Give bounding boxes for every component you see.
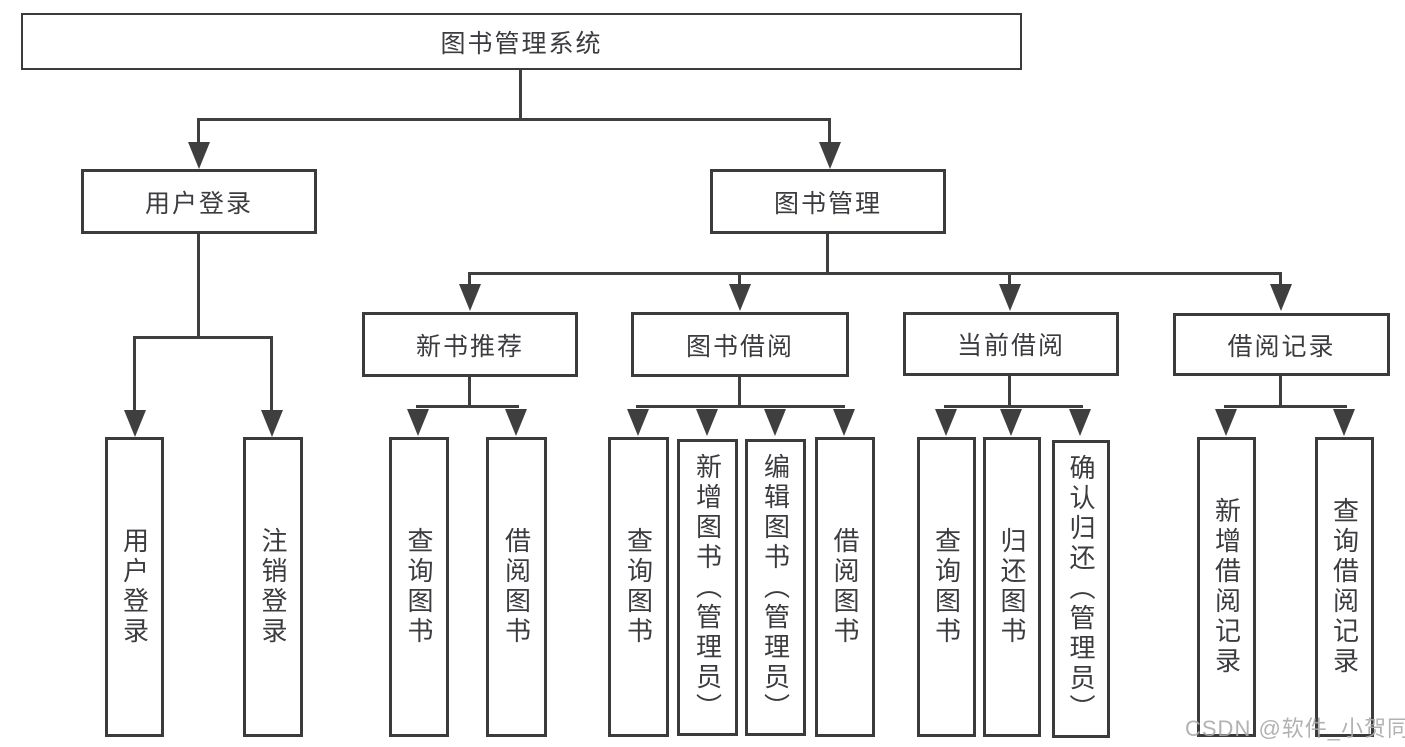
connector-to-leaf-user-login (133, 338, 136, 412)
connector-borrowing-records-stem (1279, 375, 1282, 408)
node-leaf-query-books-3: 查询图书 (917, 437, 976, 737)
connector-to-current-borrowing (1008, 274, 1011, 287)
arrowhead-confirm-return-admin (1069, 409, 1091, 436)
arrowhead-new-book-recommend (459, 284, 481, 311)
node-leaf-borrow-books-2: 借阅图书 (815, 437, 875, 737)
connector-to-book-management (828, 120, 831, 144)
connector-borrowing-records-branch (1224, 405, 1347, 408)
node-leaf-query-books-1: 查询图书 (389, 437, 449, 737)
connector-user-login-stem (197, 233, 200, 339)
arrowhead-add-borrow-record (1215, 409, 1237, 436)
node-current-borrowing: 当前借阅 (903, 312, 1119, 376)
connector-to-borrowing-records (1279, 274, 1282, 287)
arrowhead-borrowing-records (1270, 284, 1292, 311)
arrowhead-query-borrow-record (1333, 409, 1355, 436)
node-leaf-add-borrow-record: 新增借阅记录 (1197, 437, 1256, 737)
node-leaf-logout-login: 注销登录 (243, 437, 303, 737)
node-leaf-edit-books-admin: 编辑图书（管理员） (745, 439, 806, 736)
node-user-login: 用户登录 (81, 169, 317, 234)
connector-book-borrowing-stem (738, 377, 741, 408)
connector-root-stem (519, 69, 522, 120)
connector-new-book-branch (416, 405, 519, 408)
node-leaf-return-books: 归还图书 (983, 437, 1041, 737)
connector-current-borrowing-stem (1008, 376, 1011, 408)
csdn-watermark: CSDN @软件_小贺同学 (1185, 716, 1405, 741)
node-leaf-borrow-books-1: 借阅图书 (486, 437, 547, 737)
node-borrowing-records: 借阅记录 (1173, 313, 1390, 376)
node-leaf-confirm-return-admin: 确认归还（管理员） (1052, 440, 1110, 738)
node-book-borrowing: 图书借阅 (631, 312, 849, 377)
arrowhead-user-login (188, 142, 210, 169)
arrowhead-book-borrowing (729, 284, 751, 311)
arrowhead-edit-books-admin (764, 409, 786, 436)
connector-to-book-borrowing (738, 274, 741, 287)
node-leaf-query-borrow-record: 查询借阅记录 (1315, 437, 1374, 737)
arrowhead-leaf-user-login (124, 410, 146, 437)
node-leaf-add-books-admin: 新增图书（管理员） (677, 439, 738, 736)
node-book-management: 图书管理 (710, 169, 946, 234)
connector-to-new-book-recommend (468, 274, 471, 287)
node-leaf-user-login: 用户登录 (105, 437, 164, 737)
connector-new-book-stem (468, 377, 471, 408)
arrowhead-leaf-logout (261, 410, 283, 437)
arrowhead-current-borrowing (999, 284, 1021, 311)
node-root: 图书管理系统 (21, 13, 1022, 70)
connector-book-borrowing-branch (636, 405, 845, 408)
connector-book-management-branch (468, 272, 1282, 275)
connector-to-user-login (197, 120, 200, 144)
arrowhead-query-books-3 (935, 409, 957, 436)
arrowhead-add-books-admin (696, 409, 718, 436)
arrowhead-query-books-1 (407, 409, 429, 436)
connector-root-branch (197, 118, 831, 121)
node-new-book-recommend: 新书推荐 (362, 312, 578, 377)
connector-current-borrowing-branch (944, 405, 1083, 408)
arrowhead-borrow-books-1 (505, 409, 527, 436)
node-leaf-query-books-2: 查询图书 (608, 437, 669, 737)
arrowhead-borrow-books-2 (833, 409, 855, 436)
connector-book-management-stem (826, 233, 829, 275)
connector-user-login-branch (133, 336, 273, 339)
arrowhead-query-books-2 (627, 409, 649, 436)
arrowhead-book-management (819, 142, 841, 169)
connector-to-leaf-logout (270, 338, 273, 412)
arrowhead-return-books (1000, 409, 1022, 436)
